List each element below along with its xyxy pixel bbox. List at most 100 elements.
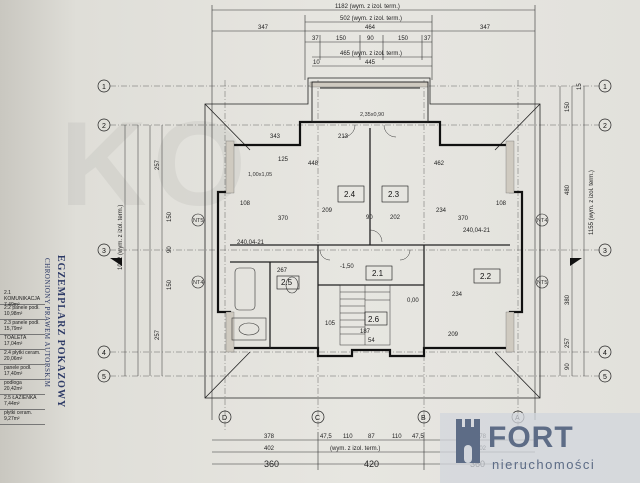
dim-bottom-47-left: 47,5 (320, 434, 332, 440)
level-0-00: 0,00 (407, 298, 419, 304)
room-2-4: 2.4 (344, 190, 356, 199)
dim-top-347-right: 347 (480, 25, 491, 31)
row-label-4: 4 (102, 350, 106, 357)
dim-top-37-left: 37 (312, 36, 319, 42)
dim-right-480: 480 (565, 184, 571, 195)
dim-125: 125 (278, 157, 289, 163)
row-label-2: 2 (102, 123, 106, 130)
room-2-5: 2.5 (281, 278, 293, 287)
dim-left-150: 150 (167, 211, 173, 222)
legend-row: 2.4 płytki ceram.20,06m² (0, 350, 45, 365)
dim-54: 54 (368, 338, 375, 344)
dim-top-464: 464 (365, 25, 376, 31)
col-label-c: C (315, 415, 320, 422)
dim-right-150: 150 (565, 101, 571, 112)
legend-row: płytki ceram.9,27m² (0, 410, 45, 425)
legend-row: 2.3 panele podł.15,79m² (0, 320, 45, 335)
dim-right-257: 257 (565, 337, 571, 348)
nt-markers (191, 213, 549, 289)
dim-bottom-47-right: 47,5 (412, 434, 424, 440)
section-markers (110, 258, 582, 266)
room-2-3: 2.3 (388, 190, 400, 199)
dim-right-15: 15 (577, 83, 583, 90)
dim-370-left: 370 (278, 216, 289, 222)
dim-209-right: 209 (448, 332, 459, 338)
dim-right-90: 90 (565, 363, 571, 370)
room-2-2: 2.2 (480, 272, 492, 281)
fort-logo: FORT nieruchomości (440, 413, 640, 483)
row-label-1: 1 (102, 84, 106, 91)
legend-row: panele podł.17,40m² (0, 365, 45, 380)
window-size-label-2: 1,00x1,05 (248, 172, 272, 178)
dim-267: 267 (277, 268, 288, 274)
row-grid-bubbles-right (598, 79, 612, 383)
bathroom-fixtures (231, 267, 299, 341)
col-label-b: B (421, 415, 426, 422)
row-label-3: 3 (102, 248, 106, 255)
nt5-right: NT5 (537, 280, 547, 286)
nt4-left: NT4 (193, 280, 203, 286)
level-minus-1-50: -1,50 (340, 264, 354, 270)
dim-left-257-bottom: 257 (155, 329, 161, 340)
logo-tagline: nieruchomości (492, 457, 596, 472)
dim-213: 213 (338, 134, 349, 140)
grid-lines (110, 80, 600, 430)
dim-top-445: 445 (365, 60, 376, 66)
row-grid-bubbles-left (97, 79, 111, 383)
row-label-4-right: 4 (603, 350, 607, 357)
dim-448: 448 (308, 161, 319, 167)
balcony (311, 81, 429, 123)
tower-icon (456, 419, 480, 463)
dim-bottom-110-right: 110 (392, 434, 402, 440)
dim-240-right: 240,04-21 (463, 228, 491, 234)
legend-row: 2.2 panele podł.10,98m² (0, 305, 45, 320)
room-label-boxes (276, 185, 501, 326)
dim-bottom-87: 87 (368, 434, 375, 440)
window-size-label: 2,35x0,90 (360, 112, 384, 118)
row-label-5-right: 5 (603, 374, 607, 381)
dim-bottom-378-left: 378 (264, 434, 275, 440)
dim-left-90: 90 (167, 246, 173, 253)
dim-90: 90 (366, 215, 373, 221)
dim-top-150-left: 150 (336, 36, 347, 42)
dim-462: 462 (434, 161, 445, 167)
dim-right-1155: 1155 (wym. z izol. term.) (589, 170, 595, 235)
nt4-right: NT4 (537, 218, 547, 224)
dim-top-37-right: 37 (424, 36, 431, 42)
row-label-2-right: 2 (603, 123, 607, 130)
dim-bottom-420: 420 (364, 459, 379, 469)
room-2-1: 2.1 (372, 269, 384, 278)
dim-370-right: 370 (458, 216, 469, 222)
watermark-text: KO (60, 97, 252, 231)
dim-top-90: 90 (367, 36, 374, 42)
dim-209-left: 209 (322, 208, 333, 214)
dim-left-1092: 1092 (wym. z izol. term.) (118, 205, 124, 270)
dim-left-257-top: 257 (155, 159, 161, 170)
logo-brand-text: FORT (488, 421, 574, 454)
dim-right-380: 380 (565, 294, 571, 305)
dim-left-150-lower: 150 (167, 279, 173, 290)
door-swings (319, 124, 411, 261)
row-label-5: 5 (102, 374, 106, 381)
row-label-3-right: 3 (603, 248, 607, 255)
dim-top-10: 10 (313, 60, 320, 66)
dim-top-total: 1182 (wym. z izol. term.) (335, 4, 400, 10)
dim-108-right: 108 (496, 201, 507, 207)
dim-bottom-402-left: 402 (264, 446, 275, 452)
dim-234-right: 234 (452, 292, 463, 298)
roof-outline (204, 77, 541, 399)
dim-234: 234 (436, 208, 447, 214)
stamp-line-1: EGZEMPLARZ POKAZOWY (55, 255, 66, 408)
dim-240-left: 240,04-21 (237, 240, 265, 246)
dim-bottom-izol-note: (wym. z izol. term.) (330, 446, 380, 452)
top-dimension-lines (211, 5, 536, 420)
dim-top-465: 465 (wym. z izol. term.) (340, 51, 402, 57)
dim-bottom-360-left: 360 (264, 459, 279, 469)
col-label-d: D (222, 415, 227, 422)
